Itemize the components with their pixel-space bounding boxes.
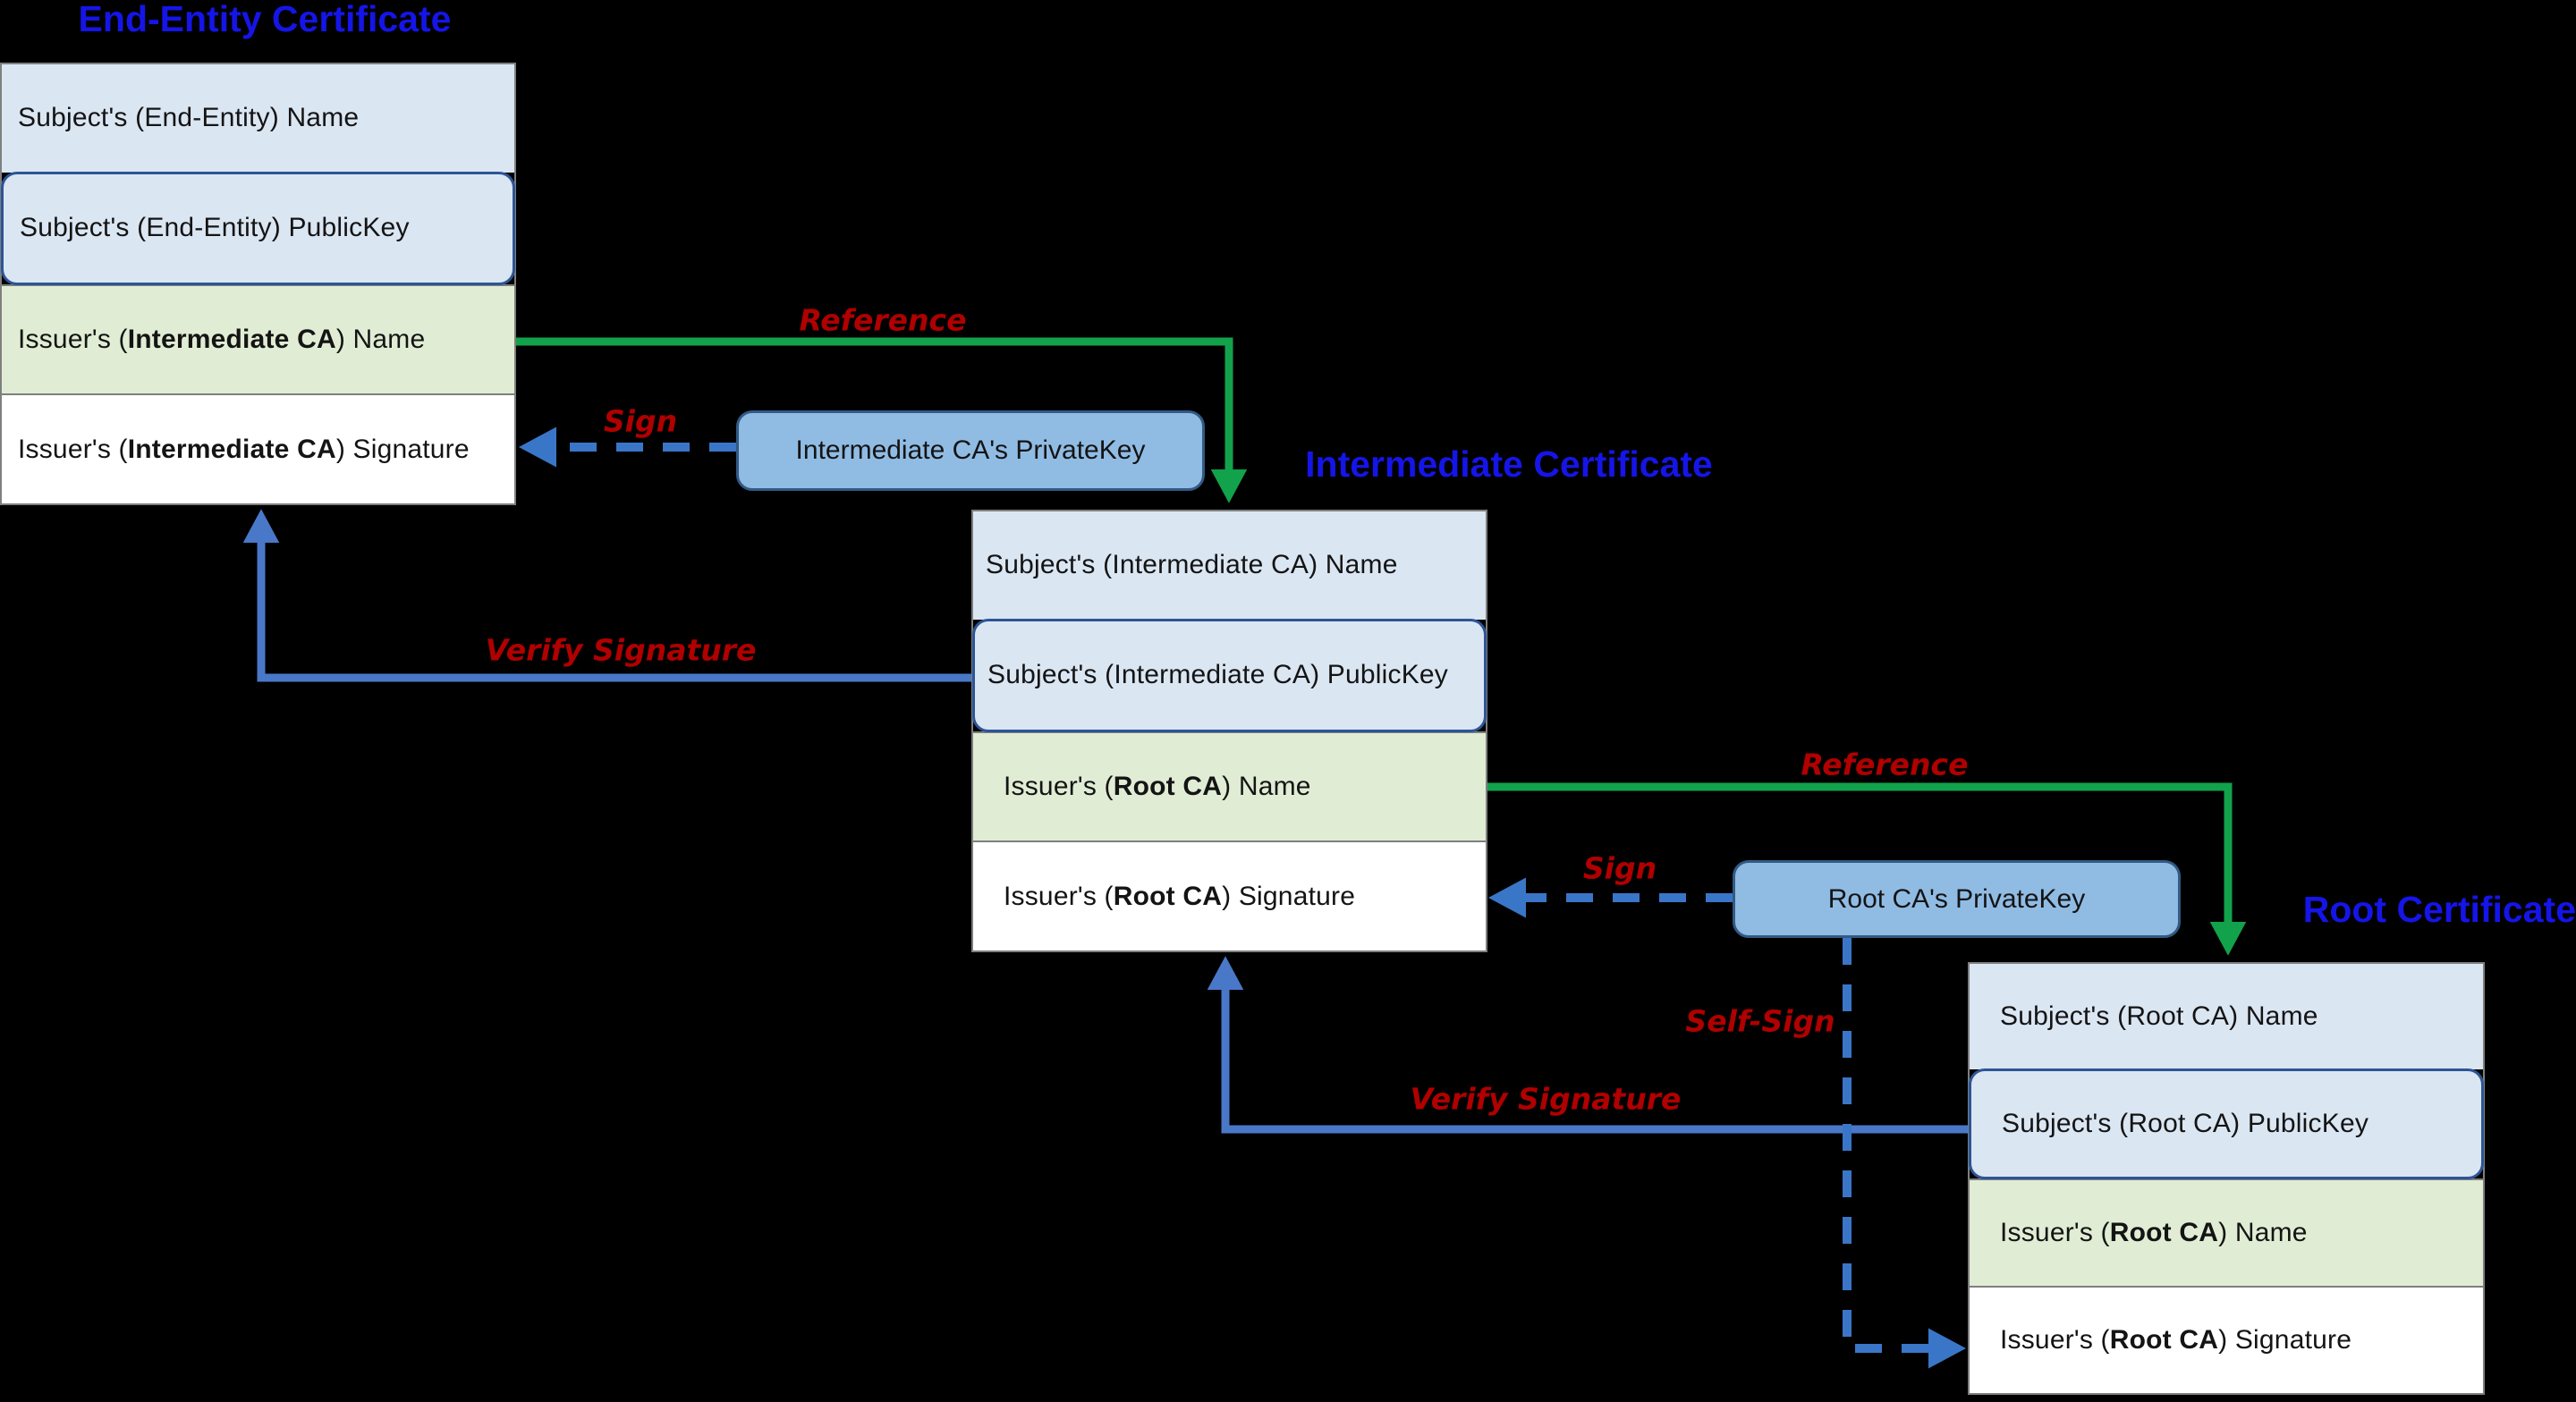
private-key-label: Intermediate CA's PrivateKey xyxy=(795,435,1146,465)
private-key-label: Root CA's PrivateKey xyxy=(1827,883,2086,914)
end-entity-issuer-name-row: Issuer's (Intermediate CA) Name xyxy=(2,283,514,394)
row-text: Issuer's (Root CA) Name xyxy=(1004,771,1311,801)
sign-label-1: Sign xyxy=(603,403,678,439)
end-entity-issuer-signature-row: Issuer's (Intermediate CA) Signature xyxy=(2,393,514,503)
reference-label-2: Reference xyxy=(1801,747,1969,782)
self-sign-arrow xyxy=(1843,938,1966,1369)
intermediate-issuer-name-row: Issuer's (Root CA) Name xyxy=(973,731,1486,841)
end-entity-subject-name-row: Subject's (End-Entity) Name xyxy=(2,64,514,173)
root-ca-private-key-box: Root CA's PrivateKey xyxy=(1733,860,2181,938)
intermediate-subject-publickey-row: Subject's (Intermediate CA) PublicKey xyxy=(972,618,1487,732)
verify-signature-label-2: Verify Signature xyxy=(1410,1081,1682,1117)
row-text: Issuer's (Intermediate CA) Signature xyxy=(18,434,470,464)
reference-label-1: Reference xyxy=(799,302,967,338)
row-text: Issuer's (Root CA) Name xyxy=(2000,1218,2308,1247)
root-certificate-box: Subject's (Root CA) Name Subject's (Root… xyxy=(1968,962,2485,1395)
root-issuer-signature-row: Issuer's (Root CA) Signature xyxy=(1970,1286,2483,1393)
end-entity-certificate-title: End-Entity Certificate xyxy=(78,0,452,39)
verify-signature-label-1: Verify Signature xyxy=(485,632,757,668)
root-issuer-name-row: Issuer's (Root CA) Name xyxy=(1970,1178,2483,1286)
root-subject-publickey-row: Subject's (Root CA) PublicKey xyxy=(1969,1068,2484,1179)
row-text: Subject's (End-Entity) Name xyxy=(18,103,360,133)
row-text: Issuer's (Root CA) Signature xyxy=(2000,1325,2352,1355)
intermediate-ca-private-key-box: Intermediate CA's PrivateKey xyxy=(736,410,1205,491)
self-sign-label: Self-Sign xyxy=(1685,1003,1835,1039)
row-text: Subject's (Root CA) Name xyxy=(2000,1001,2318,1031)
row-text: Subject's (End-Entity) PublicKey xyxy=(20,213,410,243)
row-text: Subject's (Root CA) PublicKey xyxy=(2002,1109,2369,1138)
sign-label-2: Sign xyxy=(1582,850,1657,886)
row-text: Subject's (Intermediate CA) PublicKey xyxy=(987,660,1449,690)
intermediate-subject-name-row: Subject's (Intermediate CA) Name xyxy=(973,511,1486,620)
root-subject-name-row: Subject's (Root CA) Name xyxy=(1970,964,2483,1069)
row-text: Subject's (Intermediate CA) Name xyxy=(986,550,1398,580)
end-entity-subject-publickey-row: Subject's (End-Entity) PublicKey xyxy=(1,171,515,285)
intermediate-certificate-title: Intermediate Certificate xyxy=(1305,443,1713,485)
root-certificate-title: Root Certificate xyxy=(2302,889,2576,930)
row-text: Issuer's (Root CA) Signature xyxy=(1004,881,1356,911)
intermediate-certificate-box: Subject's (Intermediate CA) Name Subject… xyxy=(971,510,1487,952)
end-entity-certificate-box: Subject's (End-Entity) Name Subject's (E… xyxy=(0,63,516,505)
row-text: Issuer's (Intermediate CA) Name xyxy=(18,324,426,354)
intermediate-issuer-signature-row: Issuer's (Root CA) Signature xyxy=(973,840,1486,950)
